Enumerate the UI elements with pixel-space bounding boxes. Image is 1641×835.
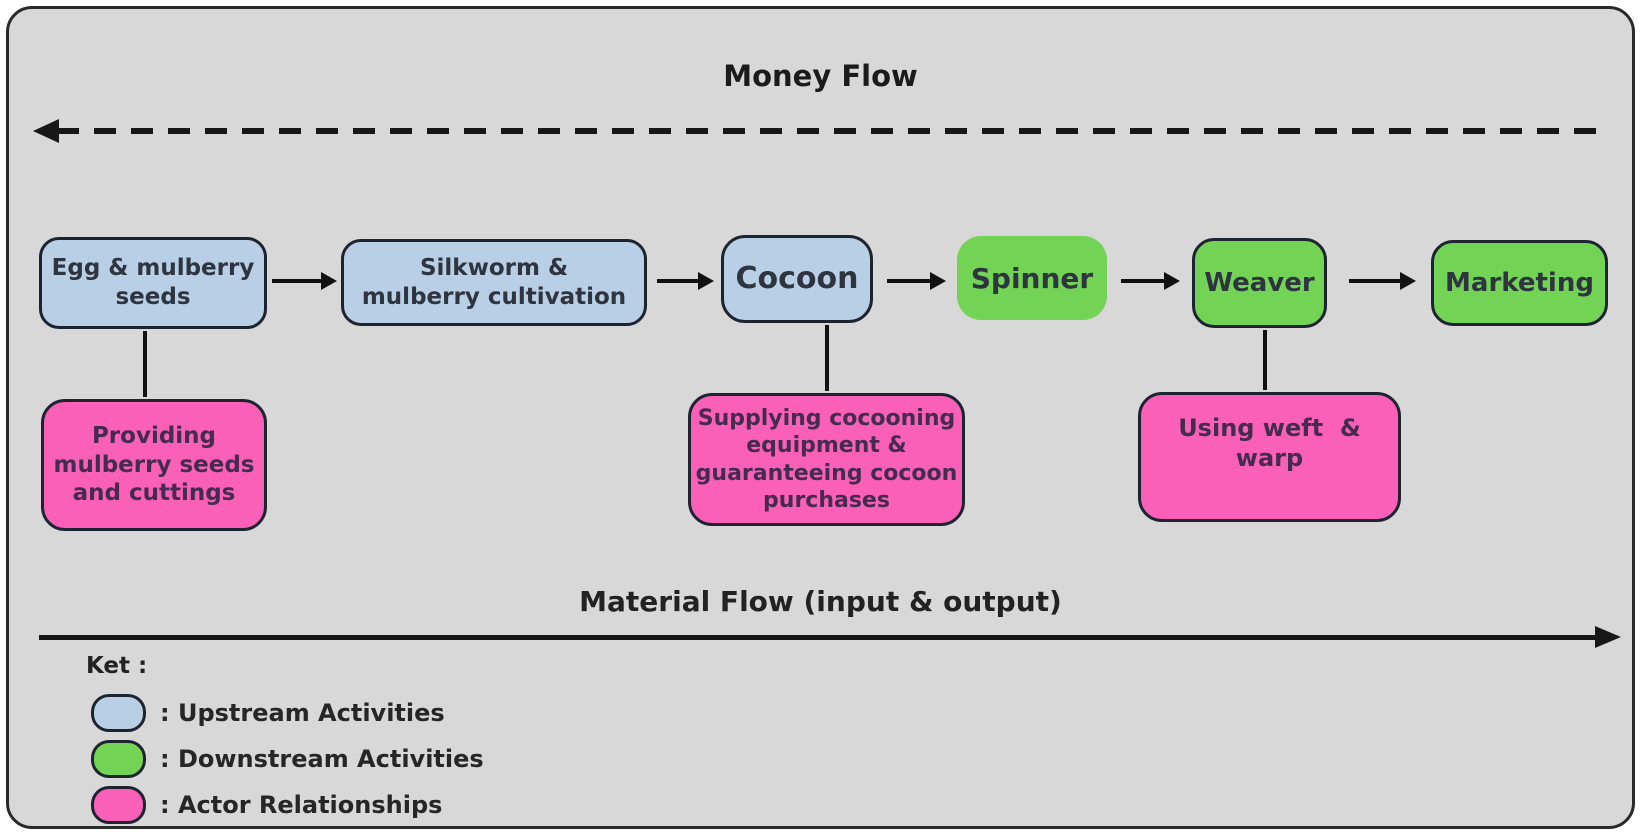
connector-cocoon-to-supplying (825, 325, 829, 391)
box-using-weft-warp: Using weft & warp (1138, 392, 1401, 522)
material-flow-right-arrowhead-icon (1595, 626, 1621, 648)
box-marketing-label: Marketing (1445, 267, 1594, 298)
legend-actor-label: : Actor Relationships (160, 791, 443, 819)
actor-swatch-icon (91, 786, 146, 824)
box-weaver: Weaver (1192, 238, 1327, 328)
box-spinner-label: Spinner (970, 261, 1094, 295)
box-providing-mulberry-seeds: Providing mulberry seeds and cuttings (41, 399, 267, 531)
upstream-swatch-icon (91, 694, 146, 732)
legend-downstream-label: : Downstream Activities (160, 745, 484, 773)
material-flow-line (39, 635, 1597, 640)
legend-item-downstream: : Downstream Activities (91, 740, 484, 778)
legend-item-upstream: : Upstream Activities (91, 694, 445, 732)
connector-egg-to-providing (143, 331, 147, 397)
box-silkworm-cultivation: Silkworm & mulberry cultivation (341, 239, 647, 326)
arrow-silkworm-to-cocoon (657, 272, 714, 290)
box-supplying-cocooning-equipment: Supplying cocooning equipment & guarante… (688, 393, 965, 526)
box-cocoon: Cocoon (721, 235, 873, 323)
box-egg-mulberry-seeds: Egg & mulberry seeds (39, 237, 267, 329)
arrow-weaver-to-marketing (1349, 272, 1416, 290)
legend-item-actor: : Actor Relationships (91, 786, 442, 824)
box-weaver-label: Weaver (1204, 267, 1315, 298)
material-flow-title: Material Flow (input & output) (579, 585, 1062, 618)
money-flow-dashed-line (57, 128, 1609, 134)
legend-upstream-label: : Upstream Activities (160, 699, 445, 727)
arrow-egg-to-silkworm (272, 272, 337, 290)
connector-weaver-to-weft (1263, 330, 1267, 390)
box-supplying-label: Supplying cocooning equipment & guarante… (695, 405, 958, 514)
box-egg-label: Egg & mulberry seeds (51, 255, 255, 310)
arrow-spinner-to-weaver (1121, 272, 1180, 290)
box-marketing: Marketing (1431, 240, 1608, 326)
downstream-swatch-icon (91, 740, 146, 778)
legend-heading: Ket : (86, 653, 148, 679)
box-weft-label: Using weft & warp (1178, 414, 1361, 472)
money-flow-left-arrowhead-icon (33, 119, 59, 143)
box-silkworm-label: Silkworm & mulberry cultivation (361, 254, 627, 310)
money-flow-title: Money Flow (723, 59, 918, 93)
box-spinner: Spinner (957, 236, 1107, 320)
box-providing-label: Providing mulberry seeds and cuttings (53, 422, 255, 507)
box-cocoon-label: Cocoon (735, 261, 859, 297)
arrow-cocoon-to-spinner (887, 272, 946, 290)
supply-chain-diagram: Money Flow Egg & mulberry seeds Silkworm… (6, 6, 1635, 829)
